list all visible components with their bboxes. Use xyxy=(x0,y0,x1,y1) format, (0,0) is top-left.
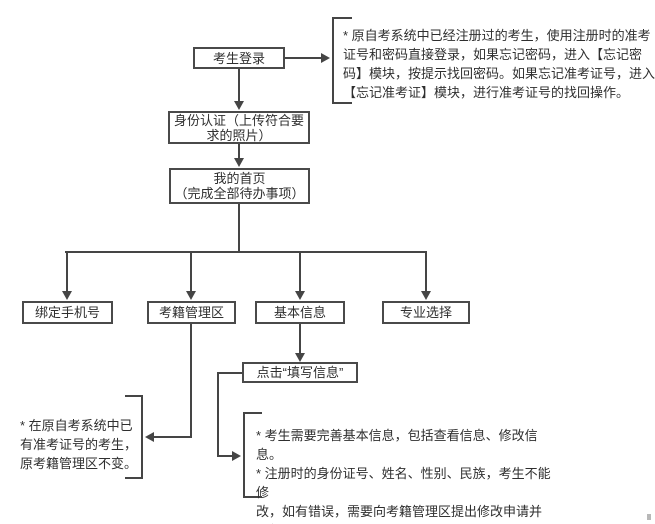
connector-login-identity xyxy=(238,69,240,102)
distribution-line xyxy=(65,251,427,253)
node-login-box: 考生登录 xyxy=(193,47,285,69)
arrowhead-down-icon xyxy=(421,291,431,300)
note-basic: * 考生需要完善基本信息，包括查看信息、修改信息。 * 注册时的身份证号、姓名、… xyxy=(256,428,551,524)
arrowhead-right-icon xyxy=(232,451,241,461)
bracket-login-note xyxy=(332,17,352,104)
connector-identity-home xyxy=(238,144,240,159)
arrowhead-down-icon xyxy=(234,101,244,110)
connector-junction-basicinfo xyxy=(299,251,301,292)
connector-junction-kaoji xyxy=(190,251,192,292)
node-identity-box: 身份认证（上传符合要 求的照片） xyxy=(168,111,310,144)
node-fill-info-box: 点击“填写信息” xyxy=(242,362,358,383)
arrowhead-left-icon xyxy=(145,432,154,442)
connector-junction-bindphone xyxy=(66,251,68,292)
note-kaoji: * 在原自考系统中已 有准考证号的考生， 原考籍管理区不变。 xyxy=(20,418,138,471)
arrowhead-down-icon xyxy=(295,353,305,362)
stray-mark xyxy=(647,514,651,520)
connector-kaoji-note xyxy=(154,436,192,438)
connector-fillinfo-note xyxy=(217,455,232,457)
arrowhead-down-icon xyxy=(295,291,305,300)
connector-fillinfo-elbow-side xyxy=(217,372,219,457)
arrowhead-down-icon xyxy=(186,291,196,300)
node-major-select-box: 专业选择 xyxy=(382,301,470,324)
connector-login-note xyxy=(285,57,321,59)
note-login: * 原自考系统中已经注册过的考生，使用注册时的准考 证号和密码直接登录，如果忘记… xyxy=(343,28,655,100)
arrowhead-down-icon xyxy=(234,158,244,167)
connector-kaoji-down xyxy=(190,324,192,438)
node-basic-info-box: 基本信息 xyxy=(255,301,345,324)
connector-home-junction xyxy=(238,204,240,253)
connector-basicinfo-fillinfo xyxy=(299,324,301,353)
bracket-kaoji-note xyxy=(125,395,143,479)
node-kaoji-area-box: 考籍管理区 xyxy=(147,301,236,324)
arrowhead-down-icon xyxy=(62,291,72,300)
connector-fillinfo-elbow-top xyxy=(217,372,242,374)
bracket-basic-note xyxy=(243,412,262,498)
node-home-box: 我的首页 （完成全部待办事项） xyxy=(169,168,310,204)
node-bind-phone-box: 绑定手机号 xyxy=(22,301,113,324)
connector-junction-major xyxy=(425,251,427,292)
arrowhead-right-icon xyxy=(321,53,330,63)
